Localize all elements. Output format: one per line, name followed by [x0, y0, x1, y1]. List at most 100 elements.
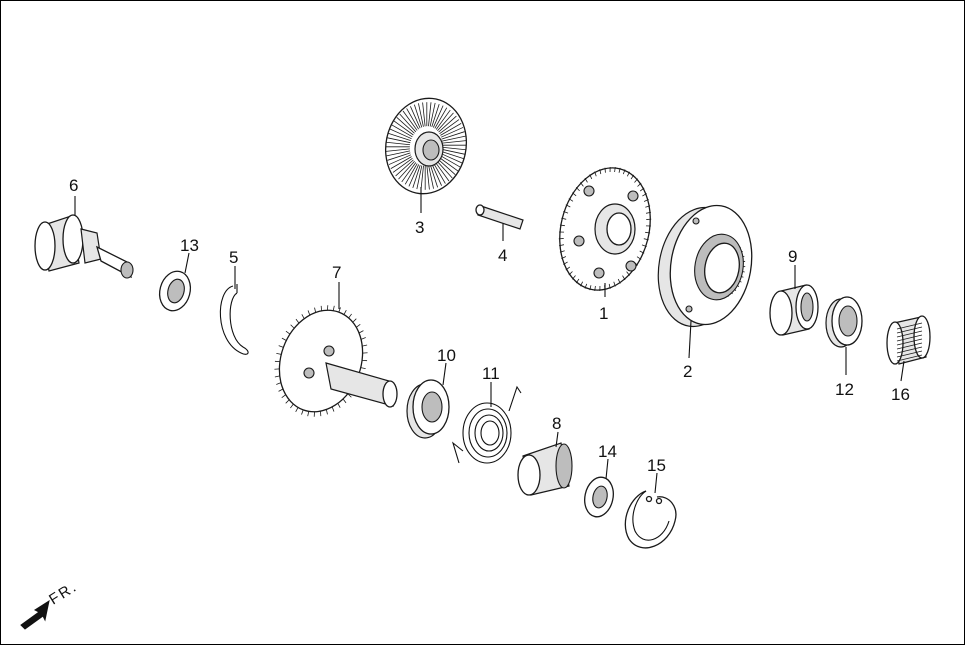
- gear-tooth: [338, 307, 341, 313]
- gear-tooth: [561, 217, 567, 220]
- gear-tooth: [358, 330, 364, 334]
- gear-tooth: [568, 198, 574, 202]
- gear-tooth: [392, 157, 413, 173]
- gear-tooth: [356, 323, 361, 328]
- callout-15: 15: [647, 456, 666, 475]
- gear-tooth: [301, 314, 305, 319]
- gear-tooth: [343, 309, 347, 315]
- gear-tooth: [563, 210, 569, 214]
- gear-tooth: [639, 187, 645, 192]
- gear-tooth: [398, 161, 415, 180]
- bearing-needle: [896, 346, 923, 354]
- gear-tooth: [642, 193, 647, 197]
- gear-tooth: [429, 102, 436, 127]
- gear-tooth: [393, 120, 414, 136]
- gear-tooth: [387, 132, 411, 142]
- part-1-driven-gear: [558, 166, 652, 292]
- gear-tooth: [637, 182, 642, 187]
- gear-tooth: [435, 159, 453, 179]
- gear-tooth: [402, 110, 418, 131]
- gear-tooth: [437, 158, 456, 176]
- gear-tooth: [387, 152, 411, 161]
- gear-tooth: [440, 127, 464, 138]
- gear-tooth: [439, 154, 461, 168]
- gear-tooth: [584, 177, 588, 183]
- gear-tooth: [589, 285, 592, 291]
- gear-tooth: [360, 337, 366, 340]
- gear-tooth: [401, 162, 417, 183]
- gear-tooth: [643, 238, 649, 241]
- gear-tooth: [433, 162, 446, 184]
- bearing-needle: [896, 354, 923, 362]
- callout-3: 3: [415, 218, 424, 237]
- gear-tooth: [558, 244, 565, 247]
- part-7-starter-gear: [274, 305, 398, 417]
- gear-tooth: [594, 171, 597, 177]
- callout-5: 5: [229, 248, 238, 267]
- gear-tooth: [325, 409, 328, 415]
- front-label: FR.: [46, 578, 81, 608]
- gear-tooth: [441, 135, 466, 142]
- gear-tooth: [594, 285, 596, 292]
- callout-9: 9: [788, 247, 797, 266]
- gear-tooth: [442, 140, 467, 144]
- part-13-washer: [158, 270, 192, 312]
- gear-tooth: [416, 165, 423, 190]
- gear-tooth: [641, 244, 647, 248]
- gear-tooth: [399, 113, 417, 133]
- gear-tooth: [429, 164, 439, 188]
- gear-tooth: [388, 154, 412, 165]
- gear-tooth: [276, 382, 282, 385]
- bearing-needle: [896, 322, 923, 330]
- callout-16: 16: [891, 385, 910, 404]
- callout-labels: 1 2 3 4 5 6 7 8 9 10 11 12 13 14 15 16: [69, 176, 910, 475]
- gear-tooth: [580, 281, 584, 287]
- front-direction-indicator: FR.: [20, 578, 81, 630]
- gear-tooth: [559, 224, 565, 227]
- gear-tooth: [428, 165, 434, 189]
- gear-tooth: [406, 108, 419, 130]
- gear-tooth: [434, 161, 450, 182]
- gear-tooth: [276, 352, 282, 355]
- gear-tooth: [639, 250, 645, 254]
- gear-tooth: [634, 178, 638, 183]
- gear-tooth: [412, 164, 421, 189]
- callout-2: 2: [683, 362, 692, 381]
- gear-tooth: [404, 163, 418, 185]
- gear-tooth: [589, 174, 593, 180]
- part-10-oil-seal: [406, 379, 450, 439]
- gear-tooth: [295, 318, 300, 324]
- gear-tooth: [622, 275, 626, 281]
- bearing-needle: [896, 342, 923, 350]
- gear-tooth: [438, 115, 457, 133]
- callout-8: 8: [552, 414, 561, 433]
- callout-13: 13: [180, 236, 199, 255]
- gear-tooth: [568, 271, 573, 276]
- gear-tooth: [645, 205, 651, 208]
- callout-12: 12: [835, 380, 854, 399]
- gear-tooth: [337, 403, 341, 408]
- gear-tooth: [274, 375, 280, 378]
- part-8-collar: [517, 442, 573, 496]
- gear-tooth: [565, 266, 571, 271]
- gear-tooth: [561, 256, 567, 259]
- gear-tooth: [389, 128, 412, 140]
- gear-tooth: [439, 119, 460, 135]
- gear-tooth: [362, 344, 368, 347]
- callout-11: 11: [482, 364, 500, 383]
- gear-tooth: [352, 318, 357, 323]
- gear-tooth: [559, 250, 565, 253]
- gear-tooth: [290, 403, 294, 409]
- gear-tooth: [431, 103, 440, 128]
- gear-tooth: [630, 174, 635, 180]
- gear-tooth: [418, 103, 424, 127]
- gear-tooth: [278, 345, 284, 348]
- bearing-needle: [896, 326, 923, 334]
- gear-tooth: [285, 399, 290, 404]
- gear-tooth: [428, 102, 432, 127]
- gear-tooth: [408, 164, 420, 187]
- gear-tooth: [431, 163, 442, 186]
- gear-tooth: [608, 283, 611, 289]
